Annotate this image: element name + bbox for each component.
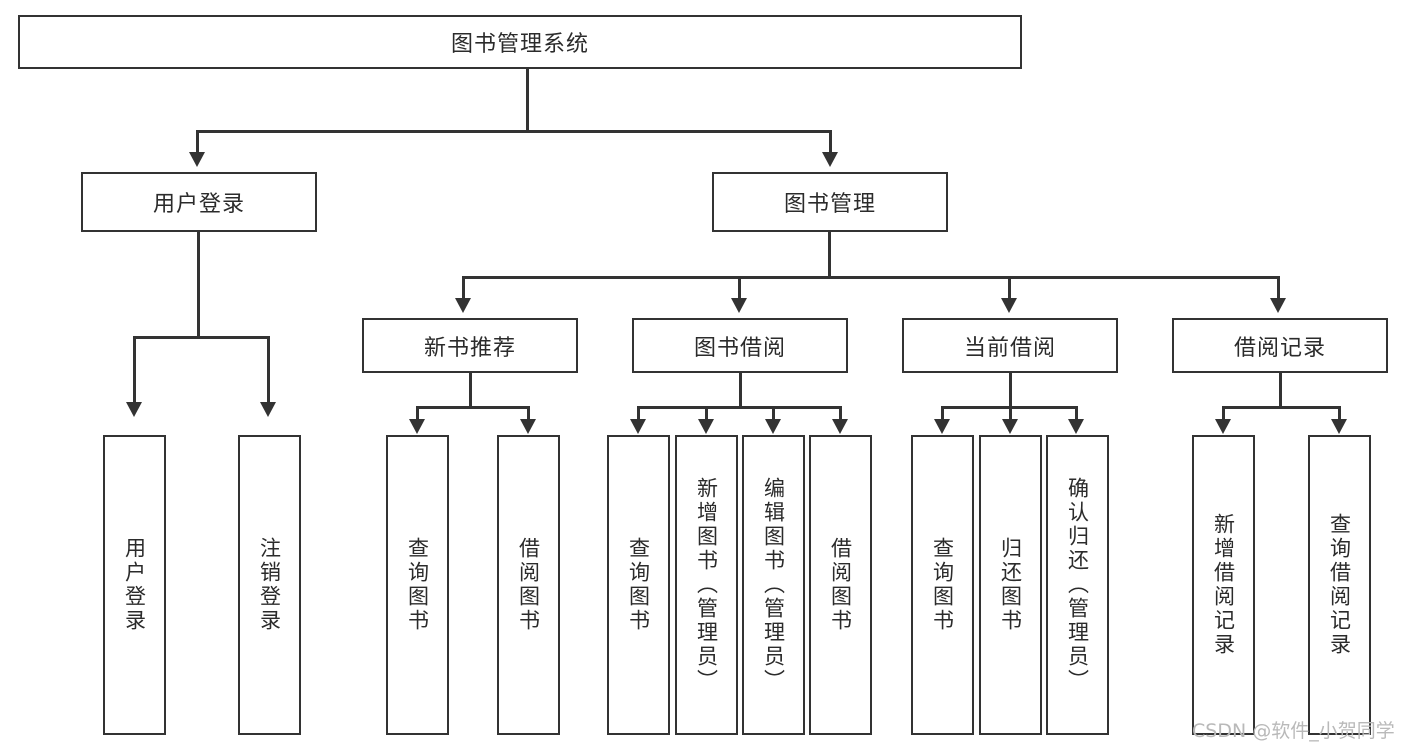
edge-br-to-leaf-1	[1222, 406, 1225, 422]
node-leaf-logout-login-label: 注销登录	[257, 537, 282, 633]
edge-bb-to-leaf-2	[705, 406, 708, 422]
arrow-root-to-user-login	[189, 152, 205, 167]
arrow-br-to-leaf-2	[1331, 419, 1347, 434]
node-leaf-user-login[interactable]: 用户登录	[103, 435, 166, 735]
edge-br-to-leaf-2	[1338, 406, 1341, 422]
edge-nbr-bus	[416, 406, 530, 409]
node-leaf-query-record[interactable]: 查询借阅记录	[1308, 435, 1371, 735]
node-book-borrow[interactable]: 图书借阅	[632, 318, 848, 373]
node-new-book-recommend-label: 新书推荐	[423, 335, 516, 361]
node-leaf-query-book-2[interactable]: 查询图书	[607, 435, 670, 735]
arrow-bb-to-leaf-2	[698, 419, 714, 434]
node-new-book-recommend[interactable]: 新书推荐	[362, 318, 578, 373]
node-leaf-user-login-label: 用户登录	[122, 537, 147, 633]
node-leaf-add-record[interactable]: 新增借阅记录	[1192, 435, 1255, 735]
node-current-borrow[interactable]: 当前借阅	[902, 318, 1118, 373]
node-root[interactable]: 图书管理系统	[18, 15, 1022, 69]
csdn-watermark: CSDN @软件_小贺同学	[1192, 716, 1395, 743]
csdn-watermark-text: CSDN @软件_小贺同学	[1192, 720, 1395, 742]
arrow-bb-to-leaf-1	[630, 419, 646, 434]
node-borrow-record[interactable]: 借阅记录	[1172, 318, 1388, 373]
edge-bm-to-book-borrow	[738, 276, 741, 304]
node-leaf-return-book-label: 归还图书	[998, 537, 1023, 633]
edge-cb-to-leaf-2	[1009, 406, 1012, 422]
node-leaf-query-book-1-label: 查询图书	[405, 537, 430, 633]
edge-cb-stem	[1009, 373, 1012, 408]
node-book-management[interactable]: 图书管理	[712, 172, 948, 232]
node-leaf-borrow-book-1-label: 借阅图书	[516, 537, 541, 633]
arrow-bm-to-current-borrow	[1001, 298, 1017, 313]
edge-root-stem	[526, 69, 529, 132]
edge-bb-stem	[739, 373, 742, 408]
edge-cb-to-leaf-3	[1075, 406, 1078, 422]
edge-bm-to-current-borrow	[1008, 276, 1011, 304]
arrow-bb-to-leaf-3	[765, 419, 781, 434]
edge-bm-to-new-book	[462, 276, 465, 304]
node-leaf-add-book-label: 新增图书（管理员）	[694, 477, 719, 693]
node-leaf-edit-book-label: 编辑图书（管理员）	[761, 477, 786, 693]
arrow-bb-to-leaf-4	[832, 419, 848, 434]
arrow-nbr-to-leaf-2	[520, 419, 536, 434]
edge-user-login-to-leaf-2	[267, 336, 270, 406]
node-leaf-confirm-return[interactable]: 确认归还（管理员）	[1046, 435, 1109, 735]
arrow-user-login-to-leaf-1	[126, 402, 142, 417]
arrow-br-to-leaf-1	[1215, 419, 1231, 434]
edge-bm-to-borrow-record	[1277, 276, 1280, 304]
node-leaf-return-book[interactable]: 归还图书	[979, 435, 1042, 735]
node-leaf-query-book-3-label: 查询图书	[930, 537, 955, 633]
edge-nbr-to-leaf-1	[416, 406, 419, 422]
edge-user-login-to-leaf-1	[133, 336, 136, 406]
edge-nbr-to-leaf-2	[527, 406, 530, 422]
node-leaf-logout-login[interactable]: 注销登录	[238, 435, 301, 735]
node-root-label: 图书管理系统	[450, 32, 589, 57]
arrow-cb-to-leaf-2	[1002, 419, 1018, 434]
node-leaf-query-book-3[interactable]: 查询图书	[911, 435, 974, 735]
node-leaf-confirm-return-label: 确认归还（管理员）	[1065, 477, 1090, 693]
node-leaf-query-record-label: 查询借阅记录	[1327, 513, 1352, 657]
node-leaf-add-record-label: 新增借阅记录	[1211, 513, 1236, 657]
arrow-root-to-book-management	[822, 152, 838, 167]
edge-user-login-stem	[197, 232, 200, 338]
node-leaf-borrow-book-1[interactable]: 借阅图书	[497, 435, 560, 735]
edge-bb-to-leaf-4	[839, 406, 842, 422]
edge-nbr-stem	[469, 373, 472, 408]
edge-book-management-bus	[462, 276, 1280, 279]
node-book-borrow-label: 图书借阅	[693, 335, 786, 361]
edge-br-stem	[1279, 373, 1282, 408]
edge-book-management-stem	[828, 232, 831, 278]
arrow-bm-to-borrow-record	[1270, 298, 1286, 313]
edge-cb-to-leaf-1	[941, 406, 944, 422]
arrow-bm-to-book-borrow	[731, 298, 747, 313]
node-leaf-borrow-book-2[interactable]: 借阅图书	[809, 435, 872, 735]
node-book-management-label: 图书管理	[783, 192, 876, 217]
arrow-nbr-to-leaf-1	[409, 419, 425, 434]
edge-root-to-user-login	[196, 130, 199, 158]
arrow-cb-to-leaf-1	[934, 419, 950, 434]
node-borrow-record-label: 借阅记录	[1233, 335, 1326, 361]
edge-bb-to-leaf-1	[637, 406, 640, 422]
node-leaf-query-book-1[interactable]: 查询图书	[386, 435, 449, 735]
node-leaf-borrow-book-2-label: 借阅图书	[828, 537, 853, 633]
arrow-user-login-to-leaf-2	[260, 402, 276, 417]
node-user-login[interactable]: 用户登录	[81, 172, 317, 232]
arrow-cb-to-leaf-3	[1068, 419, 1084, 434]
edge-bb-to-leaf-3	[772, 406, 775, 422]
node-leaf-add-book[interactable]: 新增图书（管理员）	[675, 435, 738, 735]
node-leaf-query-book-2-label: 查询图书	[626, 537, 651, 633]
node-current-borrow-label: 当前借阅	[963, 335, 1056, 361]
edge-root-to-book-management	[829, 130, 832, 158]
edge-root-bus	[196, 130, 832, 133]
node-leaf-edit-book[interactable]: 编辑图书（管理员）	[742, 435, 805, 735]
arrow-bm-to-new-book	[455, 298, 471, 313]
node-user-login-label: 用户登录	[152, 192, 245, 217]
edge-user-login-bus	[133, 336, 270, 339]
edge-bb-bus	[637, 406, 841, 409]
edge-br-bus	[1222, 406, 1341, 409]
